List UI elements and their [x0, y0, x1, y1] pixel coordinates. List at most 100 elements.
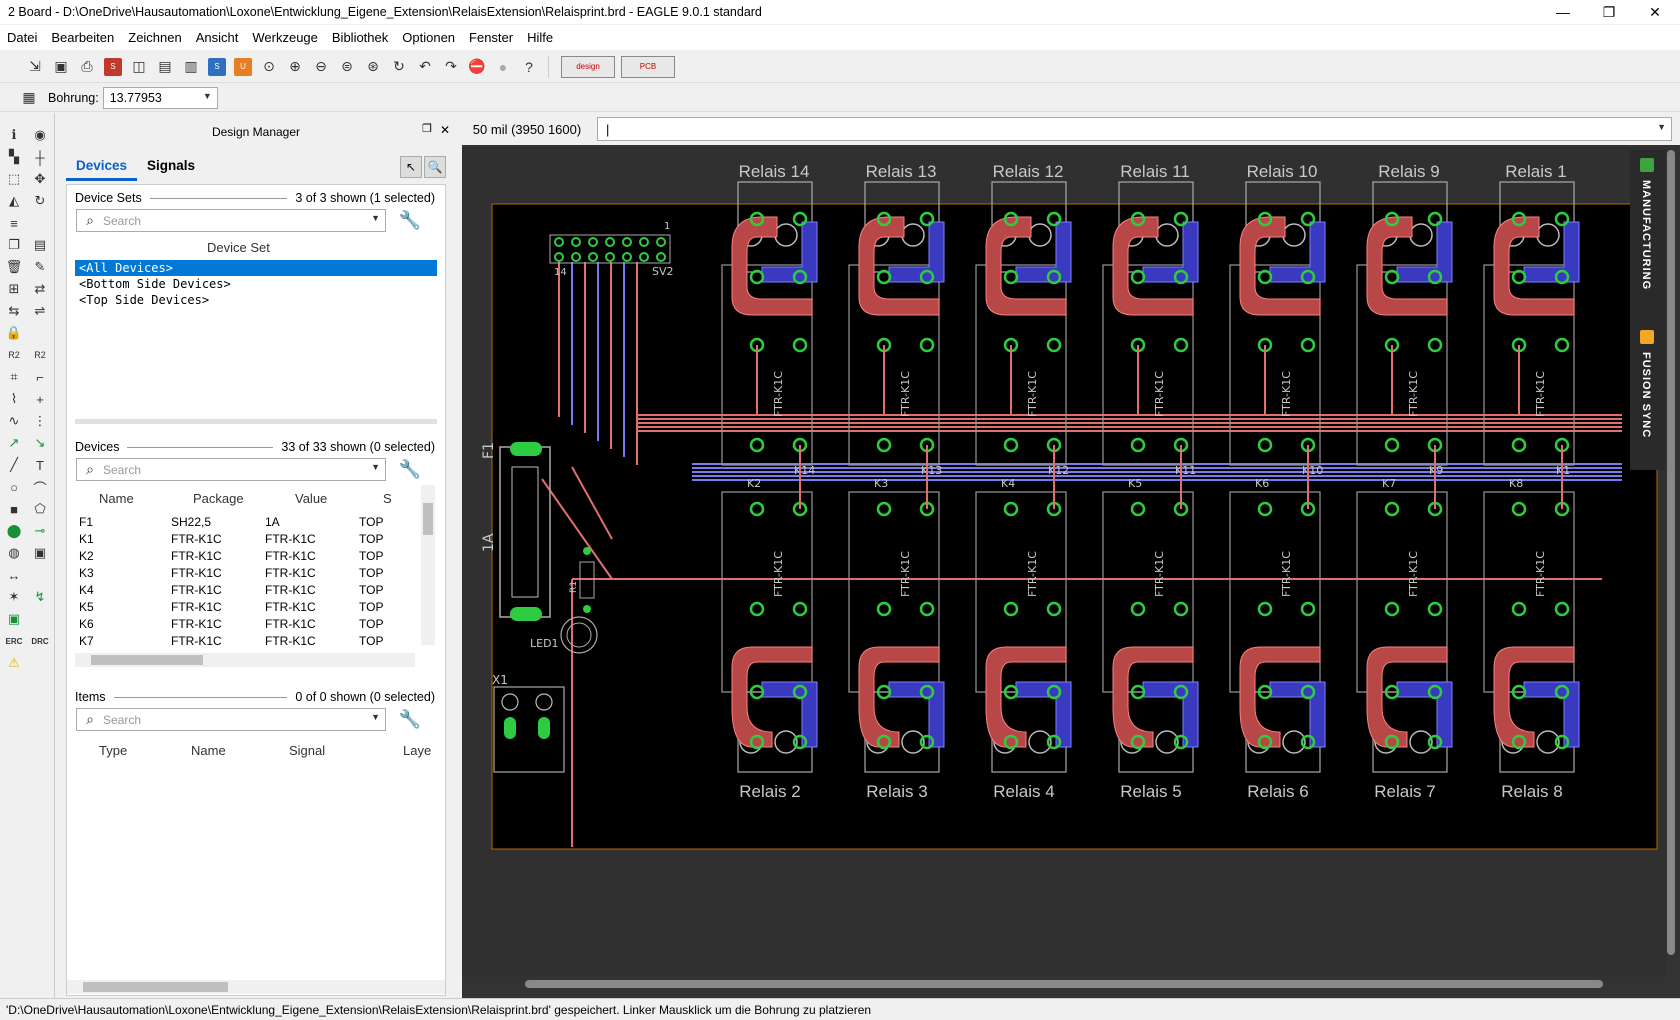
warning-icon[interactable]: ⚠: [8, 655, 20, 670]
column-item-name[interactable]: Name: [191, 743, 226, 758]
ripup-poly-icon[interactable]: ▣: [7, 611, 21, 626]
column-signal[interactable]: Signal: [289, 743, 326, 758]
menu-bearbeiten[interactable]: Bearbeiten: [51, 30, 115, 45]
help-icon[interactable]: ?: [525, 58, 533, 75]
dimension-icon[interactable]: ↔: [7, 567, 21, 583]
cursor-icon[interactable]: ↖: [400, 156, 422, 178]
redraw-icon[interactable]: ↻: [393, 58, 405, 74]
name-icon[interactable]: R2: [8, 350, 20, 360]
zoom-fit-icon[interactable]: ⊙: [263, 58, 275, 74]
go-icon[interactable]: ●: [498, 58, 508, 75]
route-multi-icon[interactable]: ↘: [34, 435, 46, 450]
gateswap-icon[interactable]: ⇌: [34, 303, 46, 318]
rect-icon[interactable]: ■: [10, 501, 18, 517]
value-icon[interactable]: R2: [34, 350, 46, 360]
zoom-last-icon[interactable]: ⊛: [367, 58, 379, 74]
devices-vscroll[interactable]: [421, 485, 435, 645]
line-icon[interactable]: ╱: [10, 457, 18, 472]
print-icon[interactable]: ⎙: [81, 58, 93, 74]
add-icon[interactable]: ⊞: [8, 281, 20, 296]
drc-icon[interactable]: DRC: [31, 636, 49, 646]
devices-hscroll[interactable]: [75, 653, 415, 667]
devices-search[interactable]: ⌕ Search ▼: [76, 458, 386, 481]
wrench-icon[interactable]: 🔧: [398, 708, 422, 729]
manufacturing-tab[interactable]: MANUFACTURING: [1640, 180, 1652, 291]
fusion-sync-tab[interactable]: FUSION SYNC: [1640, 352, 1652, 439]
smash-icon[interactable]: ⌗: [10, 369, 18, 384]
replace-icon[interactable]: ⇄: [34, 281, 46, 296]
autorouter-icon[interactable]: ↯: [34, 589, 46, 604]
wrench-icon[interactable]: 🔧: [398, 209, 422, 230]
open-icon[interactable]: ⇲: [29, 58, 41, 74]
close-button[interactable]: ✕: [1649, 3, 1661, 20]
attribute-icon[interactable]: ▣: [33, 545, 47, 560]
text-icon[interactable]: T: [36, 457, 44, 473]
close-panel-icon[interactable]: ✕: [439, 123, 450, 137]
hole-icon[interactable]: ◍: [8, 545, 20, 560]
rotate-icon[interactable]: ↻: [34, 193, 46, 208]
device-set-top[interactable]: <Top Side Devices>: [79, 293, 210, 307]
split-icon[interactable]: ⌇: [10, 391, 18, 406]
device-set-bottom[interactable]: <Bottom Side Devices>: [79, 277, 231, 291]
cam-icon[interactable]: ◫: [132, 58, 146, 74]
mirror-icon[interactable]: ◭: [9, 193, 19, 208]
redo-icon[interactable]: ↷: [445, 58, 457, 74]
menu-bibliothek[interactable]: Bibliothek: [331, 30, 389, 45]
swap-icon[interactable]: ⇆: [8, 303, 20, 318]
pcb-quote-icon[interactable]: PCB: [621, 55, 675, 78]
show-icon[interactable]: ◉: [34, 127, 46, 142]
route-icon[interactable]: ↗: [8, 435, 20, 450]
erc-icon[interactable]: ERC: [5, 636, 23, 646]
ripup-icon[interactable]: ⋮: [33, 413, 47, 428]
select-icon[interactable]: ⬚: [7, 171, 21, 186]
column-type[interactable]: Type: [99, 743, 128, 758]
fusion-sync-icon[interactable]: [1640, 330, 1654, 344]
align-icon[interactable]: ≡: [10, 215, 18, 231]
delete-icon[interactable]: 🗑: [5, 259, 23, 274]
move-icon[interactable]: ✥: [34, 171, 46, 186]
signal-icon[interactable]: ⊸: [34, 523, 46, 538]
items-search[interactable]: ⌕ Search ▼: [76, 708, 386, 731]
device-set-column[interactable]: Device Set: [207, 240, 270, 255]
column-layer[interactable]: Laye: [403, 743, 432, 758]
command-line-input[interactable]: | ▼: [597, 117, 1672, 141]
script-icon[interactable]: S: [208, 57, 226, 76]
drill-select[interactable]: 13.77953 ▼: [102, 86, 218, 109]
device-sets-search[interactable]: ⌕ Search ▼: [76, 209, 386, 232]
menu-fenster[interactable]: Fenster: [469, 30, 514, 45]
manufacturing-icon[interactable]: [1640, 158, 1654, 172]
stop-icon[interactable]: ⛔: [468, 58, 486, 74]
via-icon[interactable]: ⬤: [6, 523, 22, 538]
circle-icon[interactable]: ○: [10, 479, 18, 495]
device-set-all[interactable]: <All Devices>: [75, 260, 437, 276]
zoom-out-icon[interactable]: ⊖: [315, 58, 327, 74]
library-icon[interactable]: ▥: [184, 58, 198, 74]
designlink-icon[interactable]: design: [561, 55, 615, 78]
tab-signals[interactable]: Signals: [147, 158, 196, 173]
column-name[interactable]: Name: [99, 491, 134, 506]
grid-icon[interactable]: ▦: [22, 89, 36, 105]
column-package[interactable]: Package: [193, 491, 244, 506]
menu-ansicht[interactable]: Ansicht: [195, 30, 239, 45]
column-side[interactable]: S: [383, 491, 392, 506]
zoom-in-icon[interactable]: ⊕: [289, 58, 301, 74]
layers-icon[interactable]: ▚: [9, 149, 19, 164]
zoom-select-icon[interactable]: ⊜: [341, 58, 353, 74]
float-icon[interactable]: ❐: [422, 123, 432, 135]
maximize-button[interactable]: ❐: [1602, 3, 1616, 20]
column-value[interactable]: Value: [295, 491, 328, 506]
sch-brd-icon[interactable]: S: [104, 57, 122, 76]
ratsnest-icon[interactable]: ✶: [8, 589, 20, 604]
paste-icon[interactable]: ▤: [33, 237, 47, 252]
wrench-icon[interactable]: 🔧: [398, 458, 422, 479]
info-icon[interactable]: ℹ: [11, 127, 17, 142]
menu-datei[interactable]: Datei: [7, 30, 38, 45]
